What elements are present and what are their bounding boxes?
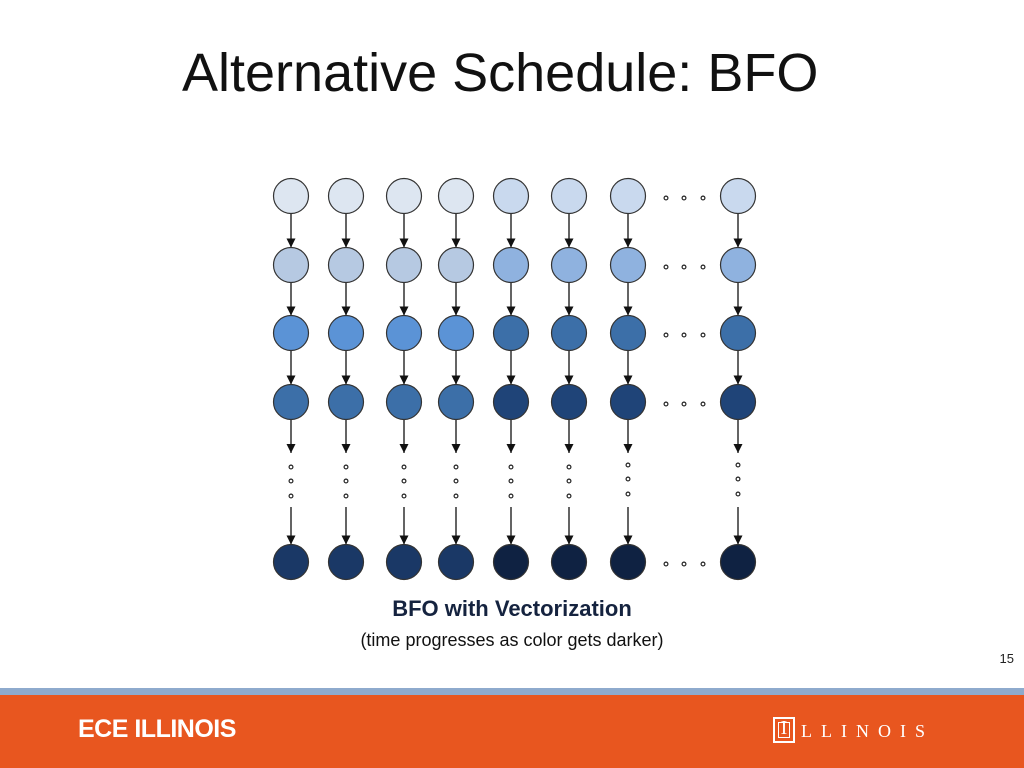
iteration-nodes	[272, 177, 757, 581]
ellipsis-dot-v-c7-1	[625, 462, 631, 468]
bfo-diagram	[272, 177, 757, 581]
dependency-arrows	[286, 213, 743, 545]
ellipsis-dot-v-c5-2	[508, 478, 514, 484]
ellipsis-dot-v-c7-2	[625, 476, 631, 482]
node-r5-c8	[719, 543, 757, 581]
node-r3-c3	[385, 314, 423, 352]
ellipsis-dot-v-c8-2	[735, 476, 741, 482]
node-r4-c4	[437, 383, 475, 421]
node-r5-c6	[550, 543, 588, 581]
ellipsis-dot-v-c8-3	[735, 491, 741, 497]
ellipsis-dot-v-c8-1	[735, 462, 741, 468]
node-r5-c4	[437, 543, 475, 581]
ellipsis-dot-v-c3-2	[401, 478, 407, 484]
ellipsis-dot-v-c2-3	[343, 493, 349, 499]
ellipsis-dot-v-c5-1	[508, 464, 514, 470]
node-r3-c4	[437, 314, 475, 352]
node-r4-c3	[385, 383, 423, 421]
caption-title: BFO with Vectorization	[392, 596, 632, 621]
node-r5-c7	[609, 543, 647, 581]
node-r4-c7	[609, 383, 647, 421]
illinois-logo-letter: I	[780, 717, 788, 739]
node-r4-c8	[719, 383, 757, 421]
ellipsis-dot-v-c6-2	[566, 478, 572, 484]
footer-stripe	[0, 688, 1024, 695]
node-r4-c1	[272, 383, 310, 421]
node-r1-c1	[272, 177, 310, 215]
ellipsis-dot-v-c2-1	[343, 464, 349, 470]
node-r1-c6	[550, 177, 588, 215]
ellipsis-dot-v-c3-1	[401, 464, 407, 470]
ellipsis-dot-h-r2-3	[700, 264, 706, 270]
slide-title: Alternative Schedule: BFO	[182, 43, 819, 103]
node-r2-c1	[272, 246, 310, 284]
ellipsis-dots	[288, 195, 741, 567]
node-r5-c3	[385, 543, 423, 581]
node-r1-c2	[327, 177, 365, 215]
node-r3-c7	[609, 314, 647, 352]
node-r3-c2	[327, 314, 365, 352]
ellipsis-dot-v-c4-3	[453, 493, 459, 499]
ellipsis-dot-h-r2-2	[681, 264, 687, 270]
ellipsis-dot-v-c1-1	[288, 464, 294, 470]
ellipsis-dot-h-r5-1	[663, 561, 669, 567]
node-r3-c8	[719, 314, 757, 352]
node-r2-c3	[385, 246, 423, 284]
node-r1-c7	[609, 177, 647, 215]
ellipsis-dot-h-r3-2	[681, 332, 687, 338]
ellipsis-dot-v-c5-3	[508, 493, 514, 499]
node-r2-c8	[719, 246, 757, 284]
ellipsis-dot-h-r5-3	[700, 561, 706, 567]
ellipsis-dot-h-r2-1	[663, 264, 669, 270]
page-number: 15	[999, 651, 1014, 666]
ellipsis-dot-v-c1-3	[288, 493, 294, 499]
ellipsis-dot-h-r3-1	[663, 332, 669, 338]
node-r4-c5	[492, 383, 530, 421]
caption-subtitle: (time progresses as color gets darker)	[360, 630, 664, 650]
node-r3-c6	[550, 314, 588, 352]
node-r1-c4	[437, 177, 475, 215]
node-r1-c3	[385, 177, 423, 215]
node-r4-c6	[550, 383, 588, 421]
node-r3-c5	[492, 314, 530, 352]
ellipsis-dot-h-r1-3	[700, 195, 706, 201]
ellipsis-dot-h-r1-2	[681, 195, 687, 201]
node-r5-c5	[492, 543, 530, 581]
node-r2-c5	[492, 246, 530, 284]
node-r5-c2	[327, 543, 365, 581]
node-r1-c5	[492, 177, 530, 215]
ellipsis-dot-h-r5-2	[681, 561, 687, 567]
node-r3-c1	[272, 314, 310, 352]
ellipsis-dot-h-r4-3	[700, 401, 706, 407]
node-r2-c7	[609, 246, 647, 284]
ellipsis-dot-v-c3-3	[401, 493, 407, 499]
node-r4-c2	[327, 383, 365, 421]
node-r2-c2	[327, 246, 365, 284]
ellipsis-dot-v-c4-2	[453, 478, 459, 484]
ellipsis-dot-v-c1-2	[288, 478, 294, 484]
ellipsis-dot-h-r4-2	[681, 401, 687, 407]
ellipsis-dot-v-c4-1	[453, 464, 459, 470]
ellipsis-dot-h-r4-1	[663, 401, 669, 407]
illinois-wordmark: LLINOIS	[801, 721, 934, 741]
ellipsis-dot-v-c6-3	[566, 493, 572, 499]
node-r5-c1	[272, 543, 310, 581]
footer-bar: ECE ILLINOIS I LLINOIS	[0, 695, 1024, 768]
ellipsis-dot-h-r3-3	[700, 332, 706, 338]
node-r1-c8	[719, 177, 757, 215]
illinois-block-i-icon: I	[773, 717, 795, 743]
node-r2-c6	[550, 246, 588, 284]
ellipsis-dot-v-c6-1	[566, 464, 572, 470]
node-r2-c4	[437, 246, 475, 284]
ece-illinois-label: ECE ILLINOIS	[78, 715, 236, 743]
ellipsis-dot-h-r1-1	[663, 195, 669, 201]
ellipsis-dot-v-c7-3	[625, 491, 631, 497]
ellipsis-dot-v-c2-2	[343, 478, 349, 484]
